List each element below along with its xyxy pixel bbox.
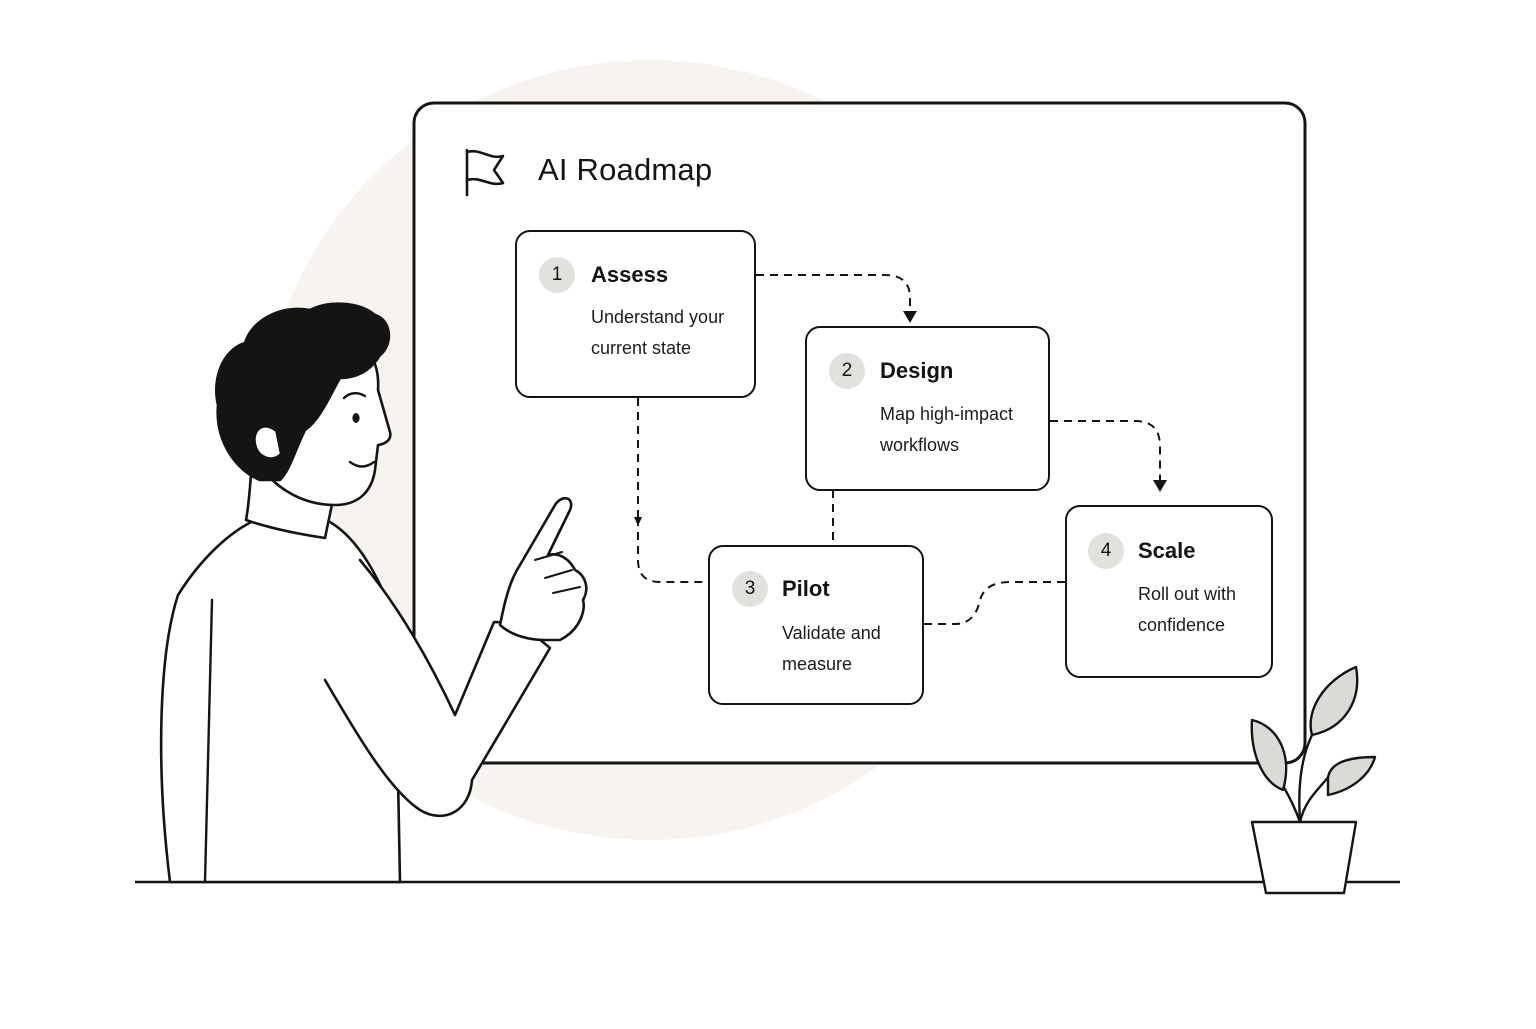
person-eye xyxy=(352,413,360,423)
pot xyxy=(1250,820,1358,895)
connector-pilot-left xyxy=(637,518,708,583)
step-desc-scale: Roll out with confidence xyxy=(1138,584,1237,635)
badge-3 xyxy=(732,571,768,607)
plant-icon xyxy=(1250,665,1377,895)
step-number-3: 3 xyxy=(744,578,756,599)
step-desc-assess: Understand your current state xyxy=(591,307,725,358)
badge-1 xyxy=(539,257,575,293)
person-illustration xyxy=(159,302,588,884)
step-box-assess xyxy=(515,230,756,398)
person-hand xyxy=(498,497,588,642)
connectors xyxy=(637,274,1161,625)
step-title-design: Design xyxy=(880,358,954,383)
step-box-design xyxy=(805,326,1050,491)
flag-icon xyxy=(465,148,505,197)
person-ear xyxy=(253,425,282,460)
step-number-4: 4 xyxy=(1100,540,1112,561)
leaf-top xyxy=(1309,665,1359,737)
leaf-right xyxy=(1326,755,1377,797)
person-brow xyxy=(342,392,367,400)
badge-4 xyxy=(1088,533,1124,569)
badge-2 xyxy=(829,353,865,389)
step-desc-pilot: Validate and measure xyxy=(782,623,881,674)
step-title-assess: Assess xyxy=(591,262,669,287)
step-title-scale: Scale xyxy=(1138,538,1196,563)
step-title-pilot: Pilot xyxy=(782,576,830,601)
connector-assess-design xyxy=(756,274,911,312)
step-desc-design: Map high-impact workflows xyxy=(880,404,1014,455)
step-number-2: 2 xyxy=(841,360,853,381)
arrowhead-pilot xyxy=(634,517,642,526)
arrowheads xyxy=(634,311,1167,526)
person-arm xyxy=(323,558,552,818)
board-title: AI Roadmap xyxy=(538,152,713,187)
person-torso xyxy=(159,516,402,884)
connector-design-scale xyxy=(1050,420,1161,480)
person-smile xyxy=(348,460,376,468)
step-number-1: 1 xyxy=(551,264,563,285)
leaf-left xyxy=(1250,718,1288,792)
arrowhead-scale xyxy=(1153,480,1167,492)
arrowhead-design xyxy=(903,311,917,323)
